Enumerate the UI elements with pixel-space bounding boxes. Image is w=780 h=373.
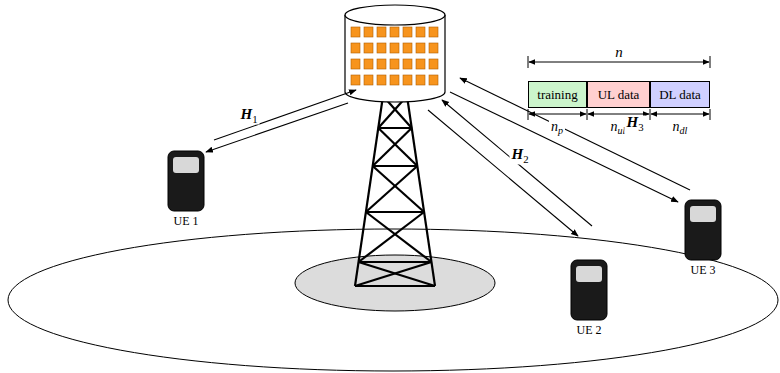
tower-base bbox=[295, 255, 495, 311]
channel-arrows bbox=[206, 78, 690, 236]
segment-label: DL data bbox=[659, 87, 701, 103]
channel-label: H2 bbox=[509, 147, 530, 164]
phone-icon bbox=[167, 150, 205, 212]
frame-dimensions bbox=[528, 56, 710, 120]
length-label: n bbox=[613, 45, 625, 60]
user-equipment: UE 3 bbox=[680, 199, 726, 278]
segment-label: training bbox=[537, 87, 577, 103]
length-label: ndl bbox=[671, 120, 690, 136]
phone-icon bbox=[684, 199, 722, 261]
phone-icon bbox=[570, 259, 608, 321]
segment-label: UL data bbox=[598, 87, 640, 103]
tower-lattice bbox=[355, 96, 435, 286]
channel-label: H3 bbox=[624, 115, 645, 132]
length-label: np bbox=[549, 120, 565, 136]
user-equipment: UE 2 bbox=[566, 259, 612, 338]
user-equipment: UE 1 bbox=[163, 150, 209, 229]
frame-segment: DL data bbox=[650, 81, 710, 108]
device-label: UE 2 bbox=[575, 323, 604, 338]
frame-segment: training bbox=[528, 81, 587, 108]
cell-boundary bbox=[8, 229, 778, 371]
device-label: UE 1 bbox=[172, 214, 201, 229]
device-label: UE 3 bbox=[689, 263, 718, 278]
base-station bbox=[345, 5, 445, 102]
frame-segment: UL data bbox=[587, 81, 650, 108]
channel-label: H1 bbox=[238, 107, 259, 124]
